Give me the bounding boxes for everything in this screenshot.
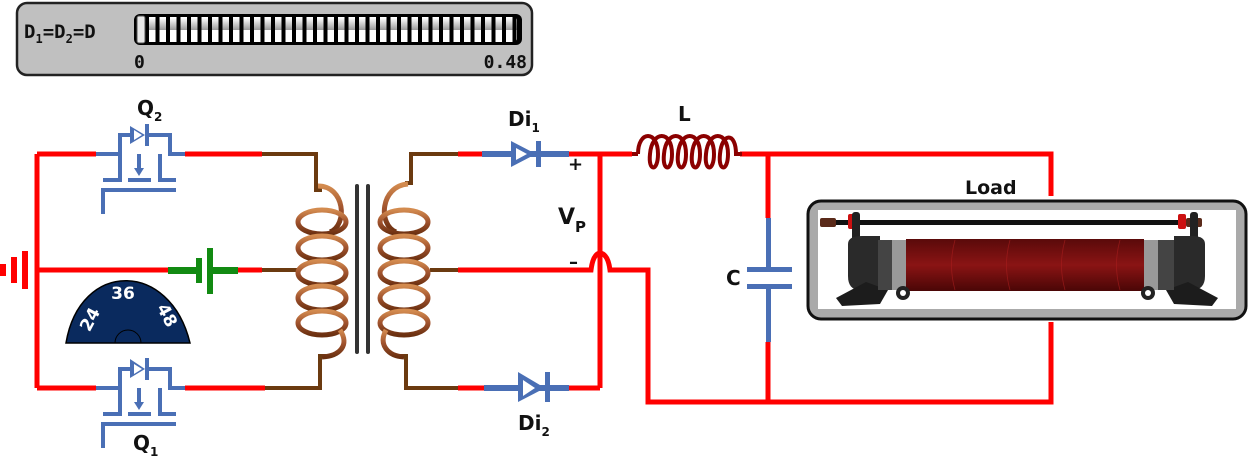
inductor-label: L (678, 102, 691, 126)
load-label: Load (965, 177, 1017, 199)
ground-icon (0, 251, 28, 289)
capacitor-label: C (726, 266, 741, 290)
primary-coil (295, 183, 349, 360)
inductor-l (632, 134, 742, 170)
q1-label: Q1 (133, 431, 158, 459)
slider-thumb[interactable] (136, 15, 146, 44)
wire-center-tap (458, 250, 770, 405)
transformer (262, 152, 458, 390)
slider-max-label: 0.48 (484, 52, 527, 73)
wire-out-top (740, 151, 1054, 196)
secondary-coil (377, 181, 431, 360)
slider-min-label: 0 (134, 52, 145, 73)
diode-di1 (482, 141, 569, 167)
load-resistor[interactable] (806, 199, 1248, 321)
duty-cycle-slider[interactable] (134, 14, 522, 45)
battery-icon (168, 248, 238, 294)
wires (34, 151, 1054, 405)
slider-label: D1=D2=D (24, 21, 96, 46)
vp-label: VP (558, 205, 586, 236)
di2-label: Di2 (518, 411, 550, 439)
mosfet-q1 (96, 358, 185, 448)
voltage-selector-knob[interactable]: 24 36 48 (65, 280, 191, 344)
duty-cycle-panel: D1=D2=D 0 0.48 (15, 1, 534, 77)
voltage-option-36[interactable]: 36 (111, 284, 135, 304)
capacitor-c (747, 218, 792, 342)
vp-plus-label: + (568, 154, 583, 175)
mosfet-q2 (96, 124, 185, 214)
q2-label: Q2 (137, 96, 162, 124)
wire-out-bottom (770, 322, 1054, 405)
vp-minus-label: – (569, 252, 578, 273)
di1-label: Di1 (508, 107, 540, 135)
diode-di2 (484, 372, 569, 402)
